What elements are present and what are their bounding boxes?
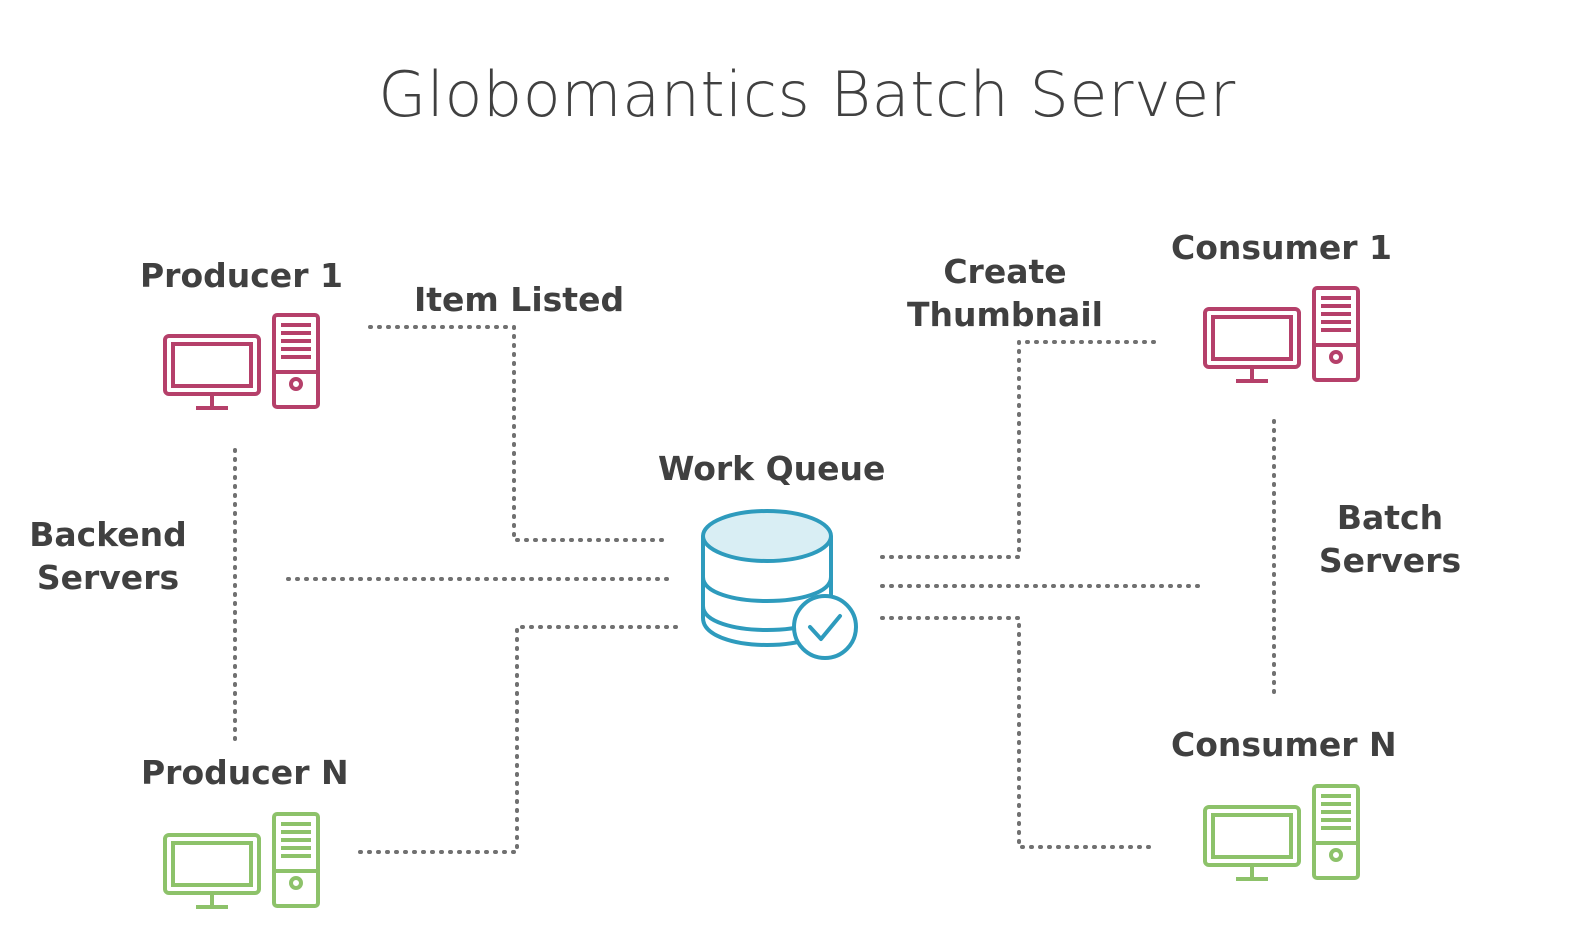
create-thumbnail-label-line-2: Thumbnail bbox=[907, 295, 1103, 334]
backend-servers-label: Backend Servers bbox=[22, 513, 194, 599]
connector-queue-to-consumerN bbox=[880, 616, 1157, 849]
create-thumbnail-label-line-1: Create bbox=[943, 252, 1067, 291]
work-queue-label: Work Queue bbox=[658, 449, 886, 488]
create-thumbnail-label: Create Thumbnail bbox=[900, 250, 1110, 336]
consumer-n-computer-icon bbox=[1203, 784, 1360, 881]
connector-producer1-to-queue bbox=[368, 325, 670, 542]
connector-producerN-to-queue bbox=[358, 625, 678, 854]
batch-servers-label-line-1: Batch bbox=[1336, 498, 1444, 537]
producer-1-label: Producer 1 bbox=[140, 256, 343, 295]
producer-n-computer-icon bbox=[163, 812, 320, 909]
producer-1-computer-icon bbox=[163, 313, 320, 410]
consumer-1-computer-icon bbox=[1203, 286, 1360, 383]
consumer-1-label: Consumer 1 bbox=[1171, 228, 1393, 267]
consumer-n-label: Consumer N bbox=[1171, 725, 1397, 764]
diagram-title: Globomantics Batch Server bbox=[378, 58, 1236, 131]
connector-queue-to-consumer1 bbox=[880, 340, 1157, 559]
batch-servers-label: Batch Servers bbox=[1305, 496, 1475, 582]
backend-servers-label-line-2: Servers bbox=[36, 558, 180, 597]
item-listed-label: Item Listed bbox=[414, 280, 625, 319]
work-queue-database-icon bbox=[701, 509, 858, 660]
batch-servers-label-line-2: Servers bbox=[1318, 541, 1462, 580]
backend-servers-label-line-1: Backend bbox=[29, 515, 187, 554]
producer-n-label: Producer N bbox=[141, 753, 349, 792]
